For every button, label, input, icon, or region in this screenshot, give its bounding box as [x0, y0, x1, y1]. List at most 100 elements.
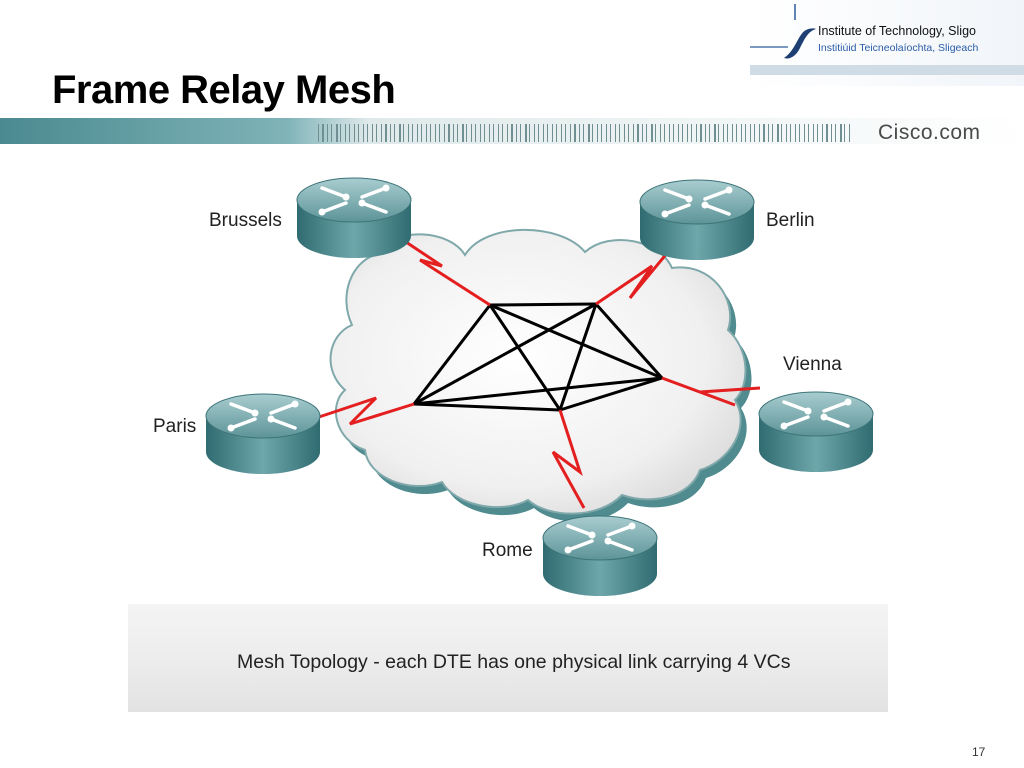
- slide-title: Frame Relay Mesh: [52, 68, 396, 112]
- frame-relay-cloud: [329, 228, 752, 522]
- barcode-stripe: [417, 124, 418, 142]
- barcode-stripe: [633, 124, 634, 142]
- barcode-stripe: [439, 124, 440, 142]
- barcode-stripe: [574, 124, 576, 142]
- barcode-stripe: [327, 124, 328, 142]
- router-label-rome: Rome: [482, 540, 533, 561]
- barcode-stripe: [336, 124, 338, 142]
- barcode-stripe: [471, 124, 472, 142]
- vc-berlin-paris: [412, 302, 598, 406]
- barcode-stripe: [669, 124, 670, 142]
- barcode-stripe: [714, 124, 716, 142]
- barcode-stripe: [619, 124, 620, 142]
- barcode-stripe: [561, 124, 562, 142]
- barcode-stripe: [637, 124, 639, 142]
- barcode-stripe: [354, 124, 355, 142]
- barcode-stripe: [480, 124, 481, 142]
- barcode-stripe: [579, 124, 580, 142]
- barcode-stripe: [718, 124, 719, 142]
- barcode-stripe: [462, 124, 464, 142]
- barcode-stripe: [349, 124, 350, 142]
- barcode-stripe: [651, 124, 653, 142]
- barcode-stripe: [646, 124, 647, 142]
- barcode-stripe: [844, 124, 845, 142]
- barcode-stripe: [408, 124, 409, 142]
- link-brussels: [399, 236, 491, 307]
- caption-text: Mesh Topology - each DTE has one physica…: [237, 651, 791, 673]
- barcode-stripe: [628, 124, 629, 142]
- vc-brussels-vienna: [488, 303, 664, 380]
- barcode-stripe: [435, 124, 436, 142]
- router-label-brussels: Brussels: [209, 210, 282, 231]
- barcode-stripe: [390, 124, 391, 142]
- barcode-stripe: [475, 124, 476, 142]
- barcode-stripe: [358, 124, 359, 142]
- barcode-stripe: [610, 124, 611, 142]
- page-number: 17: [972, 745, 986, 759]
- barcode-stripe: [642, 124, 643, 142]
- barcode-stripe: [759, 124, 760, 142]
- barcode-stripe: [736, 124, 737, 142]
- barcode-stripe: [804, 124, 805, 142]
- header-band: [0, 118, 1024, 144]
- barcode-stripe: [777, 124, 779, 142]
- barcode-stripe: [772, 124, 773, 142]
- barcode-stripe: [597, 124, 598, 142]
- barcode-stripe: [511, 124, 513, 142]
- barcode-stripe: [849, 124, 850, 142]
- barcode-stripe: [444, 124, 445, 142]
- barcode-stripe: [705, 124, 706, 142]
- barcode-stripe: [363, 124, 364, 142]
- barcode-stripe: [385, 124, 387, 142]
- virtual-circuits: [412, 302, 664, 412]
- barcode-stripe: [502, 124, 503, 142]
- barcode-stripe: [750, 124, 751, 142]
- barcode-stripe: [696, 124, 697, 142]
- barcode-stripe: [498, 124, 499, 142]
- barcode-stripe: [399, 124, 401, 142]
- barcode-stripe: [367, 124, 368, 142]
- link-rome: [551, 409, 586, 509]
- barcode-stripe: [538, 124, 539, 142]
- barcode-stripe: [529, 124, 530, 142]
- barcode-stripe: [840, 124, 842, 142]
- institute-name-irish: Institiúid Teicneolaíochta, Sligeach: [818, 42, 979, 54]
- barcode-stripes: [318, 124, 850, 142]
- router-icon-brussels: [296, 177, 412, 258]
- institute-name: Institute of Technology, Sligo: [818, 24, 976, 38]
- vc-berlin-rome: [558, 302, 598, 412]
- barcode-stripe: [516, 124, 517, 142]
- barcode-stripe: [457, 124, 458, 142]
- barcode-stripe: [381, 124, 382, 142]
- institute-logo-box: [750, 0, 1024, 86]
- barcode-stripe: [682, 124, 683, 142]
- barcode-stripe: [583, 124, 584, 142]
- barcode-stripe: [493, 124, 494, 142]
- barcode-stripe: [525, 124, 527, 142]
- barcode-stripe: [376, 124, 377, 142]
- barcode-stripe: [453, 124, 454, 142]
- barcode-stripe: [781, 124, 782, 142]
- barcode-stripe: [322, 124, 324, 142]
- link-paris: [315, 396, 415, 426]
- barcode-stripe: [430, 124, 431, 142]
- router-icon-rome: [542, 515, 658, 596]
- link-vienna: [661, 376, 761, 407]
- barcode-stripe: [673, 124, 674, 142]
- barcode-stripe: [606, 124, 607, 142]
- routers: [205, 177, 874, 596]
- barcode-stripe: [624, 124, 625, 142]
- institute-logo-graphic: [750, 0, 1024, 86]
- router-icon-paris: [205, 393, 321, 474]
- vc-paris-rome: [412, 402, 562, 412]
- barcode-stripe: [565, 124, 566, 142]
- barcode-stripe: [826, 124, 828, 142]
- router-label-berlin: Berlin: [766, 210, 815, 231]
- barcode-stripe: [687, 124, 688, 142]
- access-links: [315, 236, 761, 509]
- barcode-stripe: [723, 124, 724, 142]
- router-label-paris: Paris: [153, 416, 196, 437]
- barcode-stripe: [732, 124, 733, 142]
- vc-vienna-rome: [558, 376, 664, 412]
